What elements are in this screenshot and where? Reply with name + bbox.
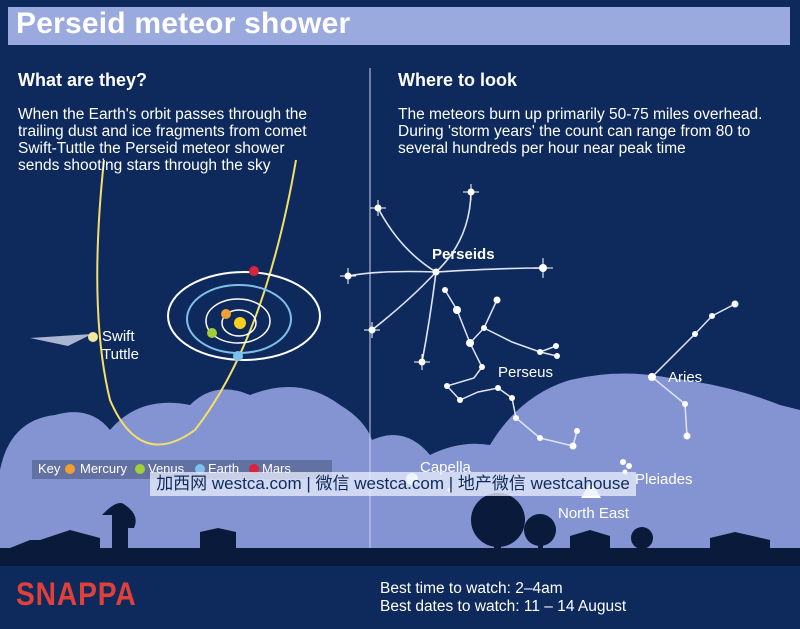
left-body-line: sends shooting stars through the sky bbox=[18, 157, 271, 174]
right-body: The meteors burn up primarily 50-75 mile… bbox=[398, 106, 794, 157]
left-body-line: When the Earth's orbit passes through th… bbox=[18, 106, 308, 123]
brand-logo: SNAPPA bbox=[16, 576, 137, 612]
planet-venus bbox=[207, 328, 217, 338]
comet-label: Swift bbox=[102, 328, 135, 345]
footer bbox=[0, 566, 800, 629]
planet-mercury bbox=[221, 309, 231, 319]
aries-stars bbox=[648, 300, 739, 440]
meteor-heads bbox=[344, 188, 547, 366]
left-body-line: Swift-Tuttle the Perseid meteor shower bbox=[18, 140, 285, 157]
meteor-trails bbox=[347, 191, 544, 363]
key-label: Key bbox=[38, 461, 61, 476]
direction-label: North East bbox=[558, 505, 629, 522]
ground bbox=[0, 548, 800, 566]
left-heading: What are they? bbox=[18, 70, 148, 90]
radiant-label: Perseids bbox=[432, 246, 495, 263]
planet-earth bbox=[233, 351, 243, 361]
comet-tail bbox=[30, 334, 92, 346]
sun bbox=[234, 317, 246, 329]
key-venus-dot bbox=[135, 464, 145, 474]
comet bbox=[88, 332, 98, 342]
key-mars-dot bbox=[249, 464, 259, 474]
meteor-sparkles bbox=[340, 184, 553, 370]
comet-label: Tuttle bbox=[102, 346, 139, 363]
left-body: When the Earth's orbit passes through th… bbox=[18, 106, 363, 174]
aries-label: Aries bbox=[668, 369, 703, 386]
best-dates: Best dates to watch: 11 – 14 August bbox=[380, 598, 627, 615]
hills bbox=[0, 373, 800, 566]
title-bar bbox=[8, 7, 790, 45]
capella-label: Capella bbox=[420, 459, 471, 476]
page-title: Perseid meteor shower bbox=[16, 7, 351, 40]
key-mercury-dot bbox=[65, 464, 75, 474]
planet-mars bbox=[249, 266, 259, 276]
right-body-line: several hundreds per hour near peak time bbox=[398, 140, 686, 157]
key-mercury: Mercury bbox=[80, 461, 127, 476]
comet-orbit bbox=[96, 159, 297, 446]
best-time: Best time to watch: 2–4am bbox=[380, 580, 563, 597]
pleiades-label: Pleiades bbox=[635, 471, 693, 488]
left-body-line: trailing dust and ice fragments from com… bbox=[18, 123, 307, 140]
right-body-line: The meteors burn up primarily 50-75 mile… bbox=[398, 106, 763, 123]
watermark: 加西网 westca.com | 微信 westca.com | 地产微信 we… bbox=[150, 472, 636, 496]
silhouettes bbox=[0, 493, 770, 552]
key-earth-dot bbox=[195, 464, 205, 474]
aries-lines bbox=[650, 303, 736, 437]
right-heading: Where to look bbox=[398, 70, 518, 90]
right-body-line: During 'storm years' the count can range… bbox=[398, 123, 751, 140]
perseus-label: Perseus bbox=[498, 364, 554, 381]
perseus-stars bbox=[442, 287, 580, 450]
